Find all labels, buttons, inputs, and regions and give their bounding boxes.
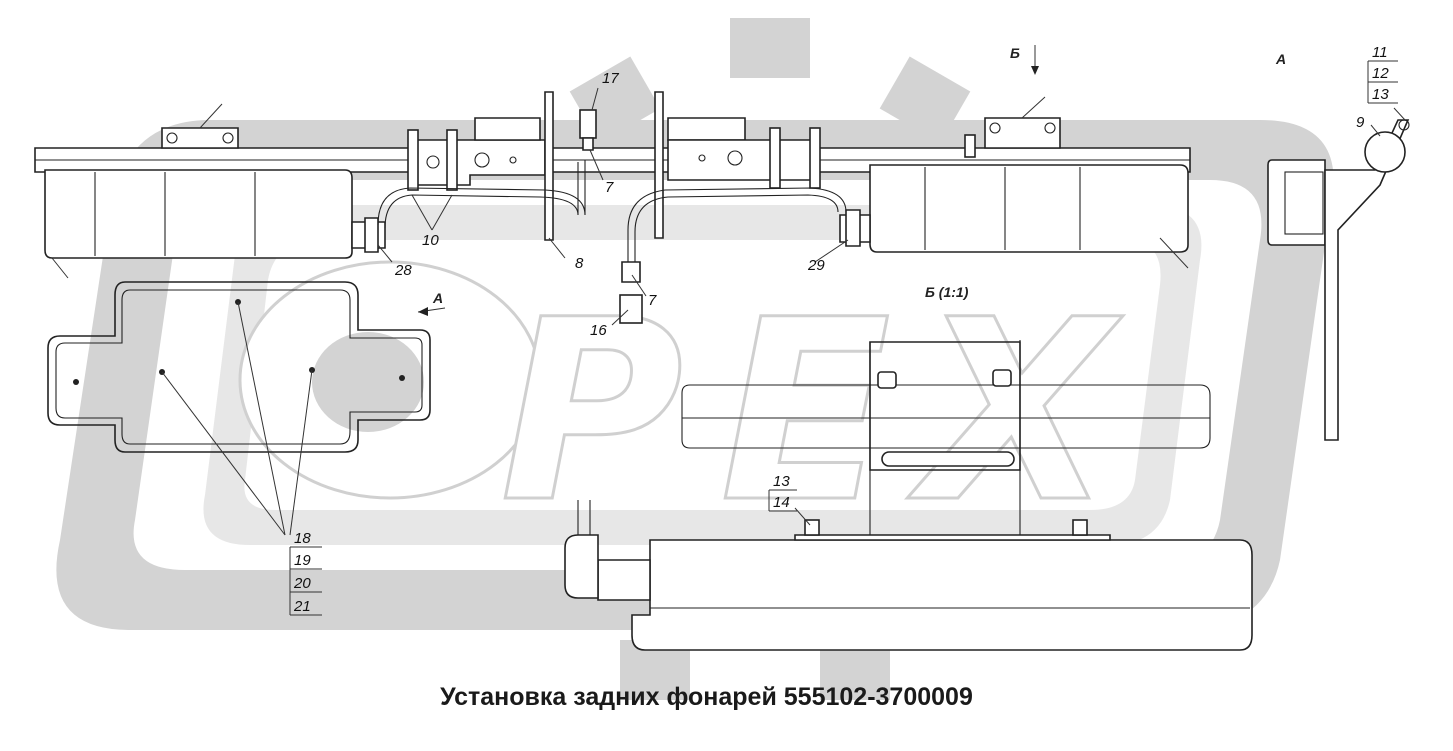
- clamp-2: [446, 129, 458, 191]
- vertical-bracket-8: [544, 91, 554, 241]
- rear-lamp-left: [44, 169, 386, 279]
- watermark-letter-r: Р: [500, 266, 683, 557]
- callout-7-bottom: 7: [648, 292, 657, 309]
- vertical-bracket-right: [654, 91, 664, 239]
- callout-17: 17: [602, 70, 619, 87]
- wiring-harness: [377, 109, 847, 324]
- connector-17: [579, 109, 597, 139]
- view-labels: Б А А Б (1:1): [432, 45, 1286, 306]
- callout-16: 16: [590, 322, 607, 339]
- callout-8: 8: [575, 255, 584, 272]
- view-a-arrow-label: А: [432, 290, 443, 306]
- callout-10: 10: [422, 232, 439, 249]
- callout-12: 12: [1372, 65, 1389, 82]
- view-a-profile: [1267, 107, 1410, 441]
- mounting-plate-view: [47, 281, 446, 536]
- clamp-4: [809, 127, 821, 189]
- clamp-3: [769, 127, 781, 189]
- beam-bracket-left: [161, 127, 239, 149]
- beam-bracket-right: [984, 117, 1061, 149]
- rear-lamp-right: [839, 164, 1189, 269]
- callout-9: 9: [1356, 114, 1365, 131]
- callout-11: 11: [1372, 44, 1388, 61]
- view-b-section: [564, 340, 1253, 651]
- callout-13-bottom: 13: [773, 473, 790, 490]
- watermark-letters: Р Е Х О: [238, 260, 1125, 559]
- callout-29: 29: [807, 257, 825, 274]
- callout-7-top: 7: [605, 179, 614, 196]
- callout-18: 18: [294, 530, 311, 547]
- view-b-arrow-label: Б: [1010, 45, 1020, 61]
- callout-leaders: [377, 45, 1039, 526]
- callout-14: 14: [773, 494, 790, 511]
- callout-28: 28: [394, 262, 412, 279]
- watermark-letter-o-hole: [312, 332, 424, 432]
- callout-labels: 17 7 10 28 8 29 7 16 9 11 12 13 13 14 18: [289, 44, 1398, 616]
- view-a-title: А: [1275, 51, 1286, 67]
- center-plate-right: [667, 139, 813, 181]
- watermark-letter-e: Е: [720, 266, 891, 557]
- watermark-letter-kh: Х: [907, 266, 1123, 557]
- callout-20: 20: [293, 575, 311, 592]
- view-b-scale-label: Б (1:1): [925, 284, 969, 300]
- connector-16: [619, 294, 643, 324]
- clamp-1: [407, 129, 419, 191]
- drawing-caption: Установка задних фонарей 555102-3700009: [440, 683, 973, 711]
- callout-21: 21: [293, 598, 311, 615]
- callout-19: 19: [294, 552, 311, 569]
- callout-13-top: 13: [1372, 86, 1389, 103]
